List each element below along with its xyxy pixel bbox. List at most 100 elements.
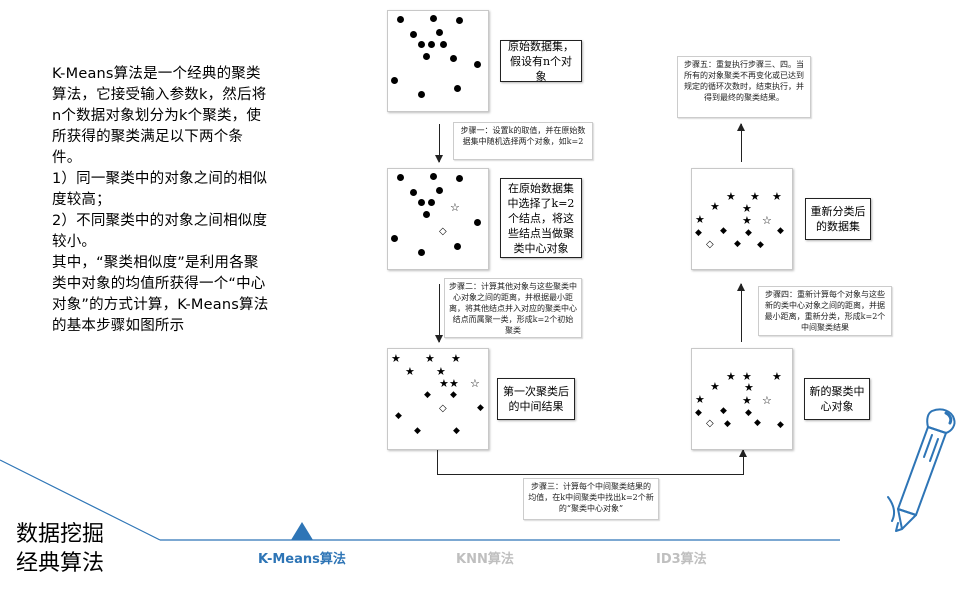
data-point <box>474 61 481 68</box>
section-title: 数据挖掘 经典算法 <box>16 520 104 578</box>
data-point <box>454 85 461 92</box>
star-point-icon: ★ <box>772 190 782 203</box>
star-point-icon: ★ <box>695 393 705 406</box>
data-point <box>428 199 435 206</box>
nav-knn[interactable]: KNN算法 <box>456 552 514 567</box>
data-point <box>474 219 481 226</box>
star-point-icon: ★ <box>742 394 752 407</box>
step5-text: 步骤五：重复执行步骤三、四。当所有的对象聚类不再变化或已达到规定的循环次数时，结… <box>677 56 811 118</box>
center-star-icon: ☆ <box>450 201 460 214</box>
star-point-icon: ★ <box>439 377 449 390</box>
star-point-icon: ★ <box>772 370 782 383</box>
diamond-point-icon: ◆ <box>777 226 784 236</box>
data-point <box>440 41 447 48</box>
star-point-icon: ★ <box>451 352 461 365</box>
data-point <box>391 235 398 242</box>
data-point <box>423 211 430 218</box>
data-point <box>450 55 457 62</box>
diamond-point-icon: ◆ <box>414 426 421 436</box>
data-point <box>391 77 398 84</box>
data-point <box>418 41 425 48</box>
title-line-1: 数据挖掘 <box>16 522 105 547</box>
step2-text: 步骤二：计算其他对象与这些聚类中心对象之间的距离，并根据最小距离，将其他结点并入… <box>444 278 582 338</box>
diamond-point-icon: ◆ <box>395 411 402 421</box>
center-star-icon: ☆ <box>470 377 480 390</box>
star-point-icon: ★ <box>742 214 752 227</box>
label-selected-centers: 在原始数据集中选择了k=2个结点，将这些结点当做聚类中心对象 <box>500 178 582 258</box>
pencil-icon <box>887 408 956 532</box>
data-point <box>454 243 461 250</box>
star-point-icon: ★ <box>726 370 736 383</box>
data-point <box>428 41 435 48</box>
data-point <box>397 16 404 23</box>
diamond-point-icon: ◆ <box>695 228 702 238</box>
diamond-point-icon: ◆ <box>757 240 764 250</box>
center-diamond-icon: ◇ <box>706 239 714 250</box>
center-star-icon: ☆ <box>762 214 772 227</box>
star-point-icon: ★ <box>726 190 736 203</box>
intro-line-4: 其中，“聚类相似度”是利用各聚类中对象的均值所获得一个“中心对象”的方式计算，K… <box>52 255 269 334</box>
arrow-up-connector <box>739 449 747 474</box>
star-point-icon: ★ <box>449 377 459 390</box>
diamond-point-icon: ◆ <box>745 408 752 418</box>
arrow-down-step2 <box>435 284 443 343</box>
panel-selected-centers: ☆ ◇ <box>387 168 489 270</box>
data-point <box>397 174 404 181</box>
diamond-point-icon: ◆ <box>777 420 784 430</box>
star-point-icon: ★ <box>744 381 754 394</box>
arrow-up-step5 <box>737 123 745 162</box>
intro-text: K-Means算法是一个经典的聚类算法，它接受输入参数k，然后将n个数据对象划分… <box>52 64 270 337</box>
nav-kmeans[interactable]: K-Means算法 <box>258 552 346 567</box>
title-line-2: 经典算法 <box>16 551 105 576</box>
data-point <box>418 249 425 256</box>
star-point-icon: ★ <box>710 200 720 213</box>
diamond-point-icon: ◆ <box>453 426 460 436</box>
star-point-icon: ★ <box>436 365 446 378</box>
star-point-icon: ★ <box>425 352 435 365</box>
data-point <box>456 175 463 182</box>
label-new-centers: 新的聚类中心对象 <box>804 378 870 420</box>
diamond-point-icon: ◆ <box>724 419 731 429</box>
center-diamond-icon: ◇ <box>706 418 714 429</box>
label-original-dataset: 原始数据集，假设有n个对象 <box>500 40 582 83</box>
data-point <box>410 189 417 196</box>
step4-text: 步骤四：重新计算每个对象与这些新的类中心对象之间的距离，并据最小距离，重新分类，… <box>758 286 892 336</box>
nav-id3[interactable]: ID3算法 <box>656 552 707 567</box>
star-point-icon: ★ <box>710 380 720 393</box>
arrow-down-step1 <box>435 124 443 163</box>
diamond-point-icon: ◆ <box>424 390 431 400</box>
intro-line-1: K-Means算法是一个经典的聚类算法，它接受输入参数k，然后将n个数据对象划分… <box>52 66 267 166</box>
triangle-indicator-icon <box>291 522 313 540</box>
diamond-point-icon: ◆ <box>450 390 457 400</box>
star-point-icon: ★ <box>405 365 415 378</box>
star-point-icon: ★ <box>391 352 401 365</box>
diamond-point-icon: ◆ <box>734 239 741 249</box>
data-point <box>410 31 417 38</box>
data-point <box>423 53 430 60</box>
star-point-icon: ★ <box>742 370 752 383</box>
panel-first-clustering: ★ ★ ★ ★ ★ ★ ★ ☆ ◆ ◆ ◆ ◇ ◆ ◆ ◆ <box>387 348 489 450</box>
data-point <box>418 91 425 98</box>
center-star-icon: ☆ <box>762 394 772 407</box>
panel-new-centers: ★ ★ ★ ★ ★ ★ ★ ☆ ◆ ◆ ◆ ◇ ◆ ◆ ◆ <box>691 348 793 450</box>
star-point-icon: ★ <box>750 190 760 203</box>
center-diamond-icon: ◇ <box>439 403 447 414</box>
connector-bottom <box>437 474 744 475</box>
label-regrouped: 重新分类后的数据集 <box>805 198 871 240</box>
data-point <box>456 17 463 24</box>
data-point <box>430 173 437 180</box>
diamond-point-icon: ◆ <box>477 403 484 413</box>
panel-original-dataset <box>387 10 489 112</box>
center-diamond-icon: ◇ <box>439 226 447 237</box>
diamond-point-icon: ◆ <box>745 228 752 238</box>
diamond-point-icon: ◆ <box>720 226 727 236</box>
diamond-point-icon: ◆ <box>720 406 727 416</box>
panel-regrouped: ★ ★ ★ ★ ★ ★ ★ ☆ ◆ ◆ ◆ ◆ ◇ ◆ ◆ <box>691 168 793 270</box>
label-first-result: 第一次聚类后的中间结果 <box>497 378 575 420</box>
intro-line-2: 1）同一聚类中的对象之间的相似度较高； <box>52 171 268 208</box>
step3-text: 步骤三：计算每个中间聚类结果的均值，在k中间聚类中找出k=2个新的“聚类中心对象… <box>523 478 659 520</box>
star-point-icon: ★ <box>695 213 705 226</box>
diamond-point-icon: ◆ <box>695 408 702 418</box>
arrow-up-step4 <box>737 283 745 342</box>
data-point <box>436 29 443 36</box>
